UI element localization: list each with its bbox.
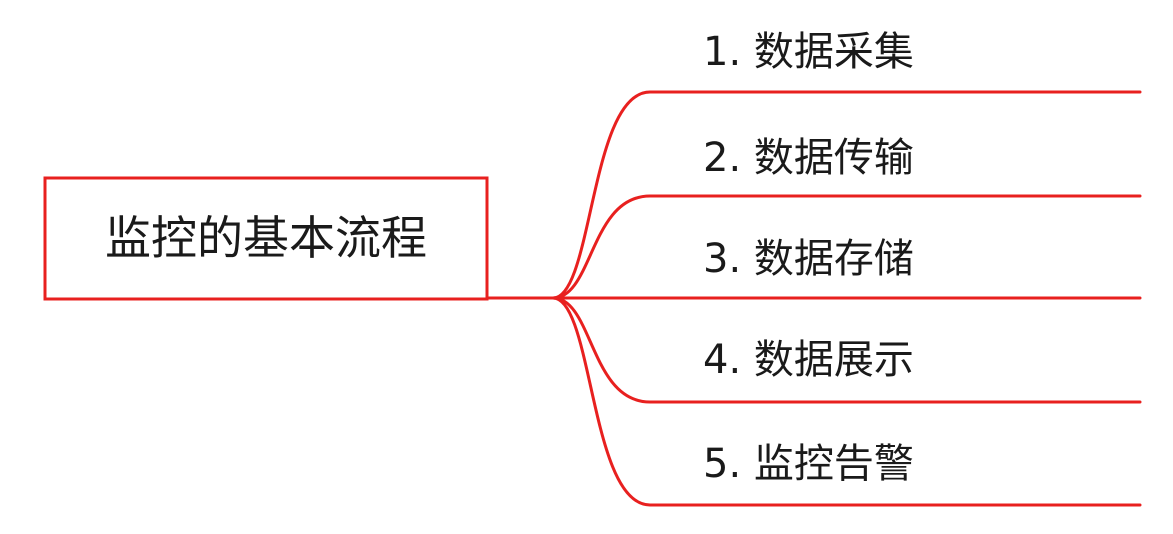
branch-edge-1 [551,90,1142,300]
branch-edges [551,90,1142,507]
branch-edge-2 [551,194,1142,300]
branch-label-4: 4. 数据展示 [703,337,914,383]
root-node: 监控的基本流程 [43,176,489,301]
branch-label-2: 2. 数据传输 [703,135,914,181]
branch-edge-5 [551,296,1142,507]
root-node-box [43,176,489,301]
branch-label-1: 1. 数据采集 [703,29,914,75]
branch-label-5: 5. 监控告警 [703,441,914,487]
branch-label-3: 3. 数据存储 [703,236,914,282]
root-node-label: 监控的基本流程 [105,211,427,265]
branch-labels: 1. 数据采集 2. 数据传输 3. 数据存储 4. 数据展示 5. 监控告警 [703,29,914,487]
branch-edge-4 [551,296,1142,404]
